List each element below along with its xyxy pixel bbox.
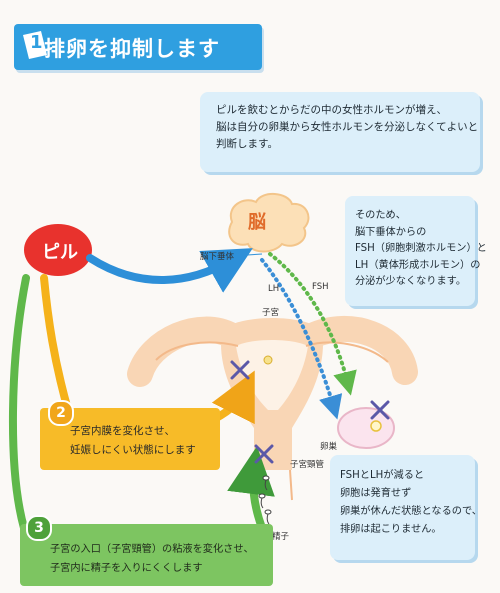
cross-mark-uterus (230, 360, 250, 380)
page-title: 排卵を抑制します (44, 37, 220, 61)
uterus-right-tube (299, 315, 418, 385)
info3-line-3: 卵巣が休んだ状態となるので、 (340, 506, 482, 517)
brain-cloud (228, 193, 310, 253)
uterus-label: 子宮 (262, 308, 280, 318)
step-number-icon (23, 31, 47, 59)
uterus-left-tube (127, 316, 245, 387)
lh-label: LH (268, 284, 280, 294)
info1-line-3: 判断します。 (216, 138, 278, 150)
info3-line-1: FSHとLHが減ると (340, 470, 425, 481)
ovary-label: 卵巣 (320, 442, 338, 452)
fsh-label: FSH (312, 282, 329, 292)
info1-line-2: 脳は自分の卵巣から女性ホルモンを分泌しなくてよいと (216, 121, 479, 133)
pituitary-pointer-line (231, 253, 263, 257)
info2-line-1: そのため、 (355, 210, 406, 221)
step3-line-1: 子宮の入口（子宮頸管）の粘液を変化させ、 (50, 544, 254, 555)
lh-dotted-arrow (260, 258, 343, 420)
fallopian-tube-left (155, 341, 239, 361)
sperm-label: 精子 (272, 532, 290, 542)
step3-to-cervix-arrow (227, 446, 275, 532)
info-box-ovulation: FSHとLHが減ると 卵胞は発育せず 卵巣が休んだ状態となるので、 排卵は起こり… (330, 455, 482, 560)
brain-label: 脳 (248, 212, 266, 233)
cervix-label: 子宮頸管 (290, 460, 325, 470)
info2-line-4: LH（黄体形成ホルモン）の (355, 259, 481, 271)
step2-line-2: 妊娠しにくい状態にします (70, 444, 196, 456)
pill-label: ピル (42, 242, 78, 263)
title-number: 1 (30, 32, 43, 53)
pill-to-step2-arrow (40, 274, 72, 414)
info2-line-5: 分泌が少なくなります。 (355, 276, 467, 287)
pill-shape (24, 224, 92, 276)
fsh-dotted-arrow (268, 252, 357, 396)
info3-line-2: 卵胞は発育せず (340, 488, 412, 499)
step3-number-badge: 3 (26, 515, 52, 541)
ovary-shape (337, 407, 395, 449)
pill-to-step3-arrow (9, 274, 30, 532)
step3-box: 子宮の入口（子宮頸管）の粘液を変化させ、 子宮内に精子を入りにくくします (20, 524, 273, 586)
title-banner: 1 (14, 24, 262, 70)
follicle (370, 420, 382, 432)
cross-mark-ovary (370, 400, 390, 420)
info-box-pituitary: そのため、 脳下垂体からの FSH（卵胞刺激ホルモン）と LH（黄体形成ホルモン… (345, 196, 487, 306)
info2-line-2: 脳下垂体からの (355, 226, 427, 238)
egg (263, 355, 273, 365)
fallopian-tube-right (305, 341, 389, 363)
cross-mark-cervix (254, 444, 274, 464)
info3-line-4: 排卵は起こりません。 (340, 524, 442, 535)
step3-line-2: 子宮内に精子を入りにくくします (50, 563, 203, 574)
info2-line-3: FSH（卵胞刺激ホルモン）と (355, 243, 487, 254)
sperm-icons (258, 475, 272, 525)
step2-number-badge: 2 (48, 400, 74, 426)
pill-to-brain-arrow (86, 248, 253, 293)
info-box-hormone: ピルを飲むとからだの中の女性ホルモンが増え、 脳は自分の卵巣から女性ホルモンを分… (200, 92, 480, 172)
info1-line-1: ピルを飲むとからだの中の女性ホルモンが増え、 (216, 104, 447, 116)
step2-line-1: 子宮内膜を変化させ、 (70, 425, 175, 437)
pituitary-label: 脳下垂体 (200, 252, 235, 262)
